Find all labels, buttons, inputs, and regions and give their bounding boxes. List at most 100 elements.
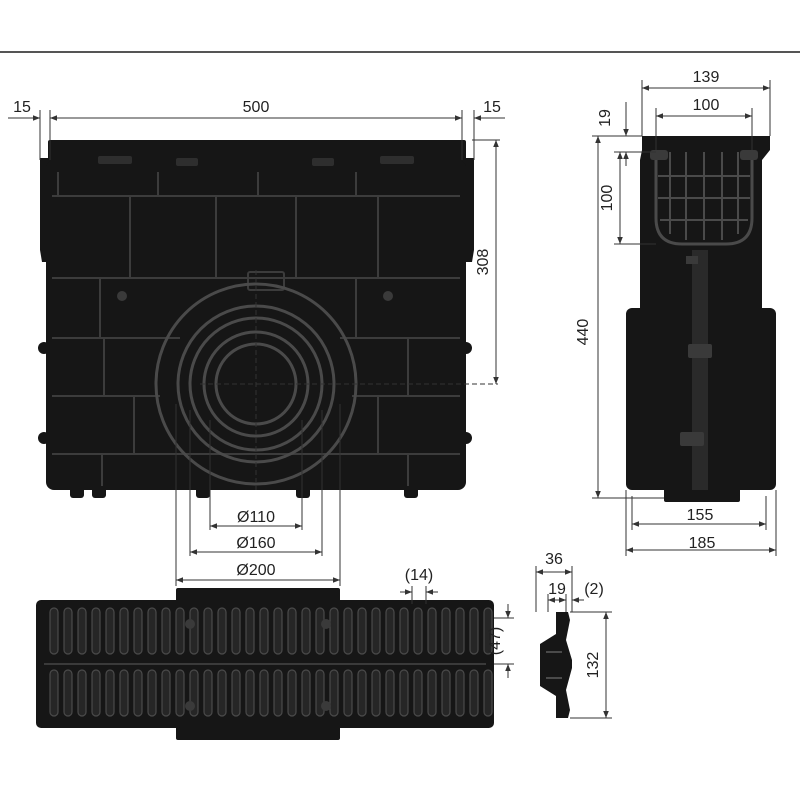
grate-slot bbox=[91, 607, 101, 655]
grate-slot bbox=[385, 669, 395, 717]
side-lugs bbox=[38, 342, 472, 444]
grate-profile-shape bbox=[540, 612, 572, 718]
grate-slot bbox=[105, 607, 115, 655]
profile-dimensions bbox=[535, 566, 612, 719]
grate-slot bbox=[455, 669, 465, 717]
dim-profile-inner: 19 bbox=[548, 581, 566, 598]
dim-top-step: 19 bbox=[597, 109, 614, 127]
grate-slot bbox=[427, 669, 437, 717]
dim-profile-width: 36 bbox=[545, 551, 563, 568]
grate-slot bbox=[273, 607, 283, 655]
grate-slot bbox=[469, 669, 479, 717]
grate-slot bbox=[119, 669, 129, 717]
bottom-feet bbox=[70, 484, 418, 498]
grate-slot bbox=[245, 669, 255, 717]
dim-slot-pitch: (47) bbox=[487, 627, 504, 655]
grate-slot bbox=[49, 607, 59, 655]
grate-slot bbox=[413, 607, 423, 655]
grate-slot bbox=[161, 669, 171, 717]
grate-slot bbox=[259, 607, 269, 655]
grate-slot bbox=[63, 669, 73, 717]
grate-slot bbox=[357, 607, 367, 655]
grate-dimensions bbox=[400, 586, 514, 678]
dim-inner-width: 100 bbox=[693, 97, 720, 114]
grate-slot bbox=[357, 669, 367, 717]
dim-d200: Ø200 bbox=[236, 562, 275, 579]
grate-slot bbox=[301, 669, 311, 717]
grate-slots bbox=[49, 607, 493, 717]
grate-slot bbox=[217, 669, 227, 717]
grate-slot bbox=[133, 669, 143, 717]
dim-base-inner: 155 bbox=[687, 507, 714, 524]
rail-clips bbox=[98, 156, 414, 166]
grate-screw-holes bbox=[185, 619, 331, 711]
side-view bbox=[626, 136, 776, 502]
grate-slot bbox=[175, 669, 185, 717]
grate-slot bbox=[147, 669, 157, 717]
dim-base-outer: 185 bbox=[689, 535, 716, 552]
grate-slot bbox=[385, 607, 395, 655]
grate-grid bbox=[658, 152, 750, 240]
grate-slot bbox=[483, 669, 493, 717]
dim-outer-width: 139 bbox=[693, 69, 720, 86]
grate-slot bbox=[203, 607, 213, 655]
top-rail bbox=[48, 140, 466, 166]
channel-body bbox=[46, 160, 466, 490]
side-foot bbox=[664, 484, 740, 502]
bolt-holes bbox=[117, 291, 393, 301]
side-center-rib bbox=[692, 250, 708, 490]
grate-slot bbox=[133, 607, 143, 655]
grate-slot bbox=[343, 607, 353, 655]
grate-slot bbox=[287, 607, 297, 655]
grate-slot bbox=[175, 607, 185, 655]
grate-slot bbox=[203, 669, 213, 717]
grate-slot bbox=[91, 669, 101, 717]
front-view bbox=[38, 140, 498, 498]
dim-upper-depth: 100 bbox=[599, 185, 616, 212]
grate-slot bbox=[399, 607, 409, 655]
grate-slot bbox=[441, 669, 451, 717]
grate-slot bbox=[399, 669, 409, 717]
grate-slot bbox=[217, 607, 227, 655]
dim-right-flange: 15 bbox=[483, 99, 501, 116]
grate-slot bbox=[413, 669, 423, 717]
grate-slot bbox=[329, 669, 339, 717]
grate-slot bbox=[273, 669, 283, 717]
grate-slot bbox=[161, 607, 171, 655]
front-dimensions bbox=[8, 110, 505, 586]
grate-slot bbox=[105, 669, 115, 717]
grate-slot bbox=[455, 607, 465, 655]
grate-slot bbox=[49, 669, 59, 717]
grate-slot bbox=[483, 607, 493, 655]
grate-slot bbox=[189, 607, 199, 655]
dim-d110: Ø110 bbox=[237, 509, 275, 526]
grate-slot bbox=[245, 607, 255, 655]
grate-slot bbox=[119, 607, 129, 655]
grate-slot bbox=[329, 607, 339, 655]
dim-total-height: 440 bbox=[575, 319, 592, 346]
grate-slot bbox=[315, 607, 325, 655]
grate-top-view bbox=[36, 588, 494, 740]
grate-profile bbox=[540, 612, 572, 718]
grate-slot bbox=[301, 607, 311, 655]
grate-slot bbox=[77, 669, 87, 717]
dim-profile-gap: (2) bbox=[584, 581, 604, 598]
grate-slot bbox=[147, 607, 157, 655]
dim-left-flange: 15 bbox=[13, 99, 31, 116]
grate-slot bbox=[441, 607, 451, 655]
grate-slot bbox=[231, 607, 241, 655]
grate-slot bbox=[371, 669, 381, 717]
dim-profile-height: 132 bbox=[585, 652, 602, 679]
side-dimensions bbox=[592, 80, 777, 556]
grate-slot bbox=[371, 607, 381, 655]
grate-slot bbox=[343, 669, 353, 717]
grate-slot bbox=[469, 607, 479, 655]
grate-slot bbox=[231, 669, 241, 717]
grate-slot bbox=[63, 607, 73, 655]
grate-slot bbox=[427, 607, 437, 655]
dim-slot: (14) bbox=[405, 567, 433, 584]
dim-d160: Ø160 bbox=[236, 535, 275, 552]
brick-pattern bbox=[52, 172, 460, 486]
grate-slot bbox=[77, 607, 87, 655]
